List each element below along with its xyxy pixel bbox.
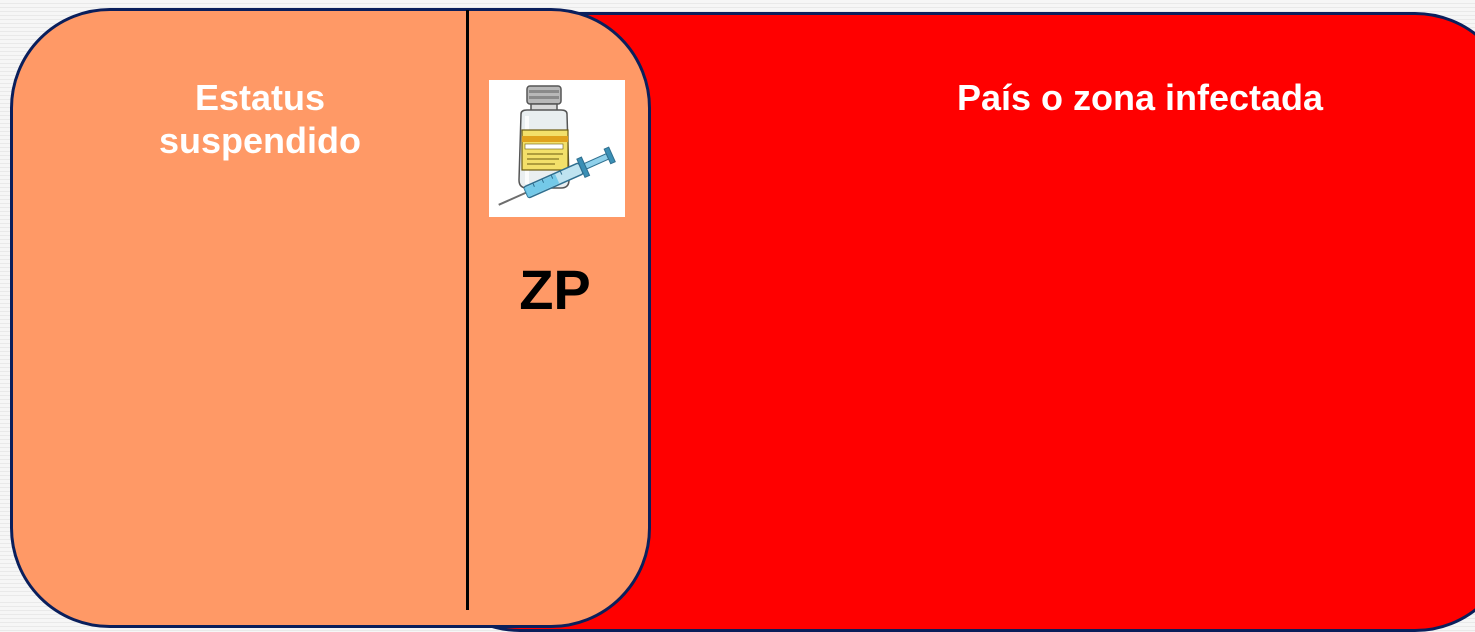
suspended-status-label-line1: Estatus <box>194 77 326 118</box>
suspended-status-label-line2: suspendido <box>158 120 361 162</box>
infected-zone-label: País o zona infectada <box>956 77 1324 118</box>
vaccine-icon <box>489 80 625 217</box>
zone-divider <box>466 10 469 610</box>
suspended-status-label: Estatus suspendido <box>110 76 410 162</box>
zp-label: ZP <box>519 258 591 321</box>
